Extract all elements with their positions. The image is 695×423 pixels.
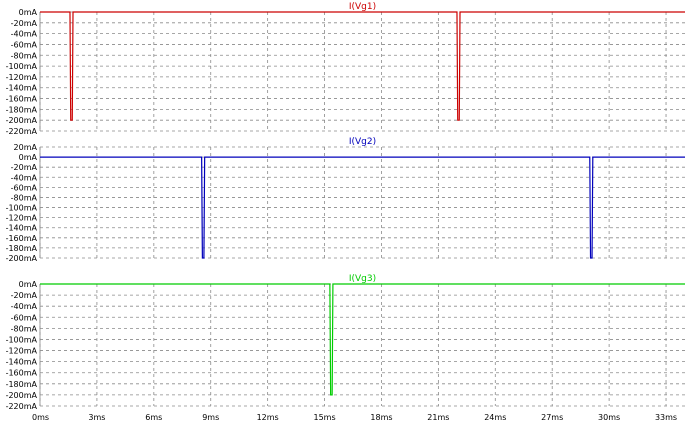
y-tick-label: -60mA bbox=[11, 183, 38, 192]
panel-title: I(Vg1) bbox=[349, 2, 376, 12]
y-tick-label: -140mA bbox=[6, 224, 38, 233]
y-tick-label: -200mA bbox=[6, 254, 38, 263]
series-trace-ivg3 bbox=[40, 283, 685, 396]
y-tick-label: -200mA bbox=[6, 116, 38, 125]
x-tick-label: 24ms bbox=[484, 413, 506, 422]
y-tick-label: -220mA bbox=[6, 127, 38, 136]
panel-title: I(Vg2) bbox=[349, 137, 376, 147]
y-tick-label: -160mA bbox=[6, 95, 38, 104]
y-tick-label: -20mA bbox=[11, 163, 38, 172]
y-tick-label: -100mA bbox=[6, 335, 38, 344]
panel-title: I(Vg3) bbox=[349, 274, 376, 284]
y-tick-label: 20mA bbox=[14, 143, 38, 152]
x-tick-label: 18ms bbox=[370, 413, 392, 422]
y-tick-label: -220mA bbox=[6, 402, 38, 411]
y-tick-label: -40mA bbox=[11, 30, 38, 39]
y-tick-label: -80mA bbox=[11, 193, 38, 202]
y-tick-label: 0mA bbox=[19, 280, 38, 289]
y-tick-label: -40mA bbox=[11, 302, 38, 311]
y-tick-label: -20mA bbox=[11, 19, 38, 28]
series-trace-ivg1 bbox=[40, 11, 685, 121]
x-tick-label: 3ms bbox=[88, 413, 105, 422]
y-tick-label: -120mA bbox=[6, 73, 38, 82]
x-tick-label: 30ms bbox=[598, 413, 620, 422]
y-tick-label: -180mA bbox=[6, 244, 38, 253]
y-tick-label: -200mA bbox=[6, 391, 38, 400]
y-tick-label: -60mA bbox=[11, 40, 38, 49]
y-tick-label: 0mA bbox=[19, 8, 38, 17]
y-tick-label: 0mA bbox=[19, 153, 38, 162]
y-tick-label: -140mA bbox=[6, 84, 38, 93]
y-tick-label: -60mA bbox=[11, 313, 38, 322]
y-tick-label: -120mA bbox=[6, 214, 38, 223]
y-tick-label: -40mA bbox=[11, 173, 38, 182]
y-tick-label: -180mA bbox=[6, 380, 38, 389]
x-tick-label: 6ms bbox=[145, 413, 162, 422]
x-tick-label: 12ms bbox=[257, 413, 279, 422]
x-tick-label: 27ms bbox=[541, 413, 563, 422]
y-tick-label: -100mA bbox=[6, 204, 38, 213]
y-tick-label: -180mA bbox=[6, 105, 38, 114]
y-tick-label: -20mA bbox=[11, 291, 38, 300]
y-tick-label: -80mA bbox=[11, 324, 38, 333]
y-tick-label: -160mA bbox=[6, 234, 38, 243]
y-tick-label: -160mA bbox=[6, 369, 38, 378]
y-tick-label: -120mA bbox=[6, 347, 38, 356]
x-tick-label: 21ms bbox=[427, 413, 449, 422]
y-tick-label: -80mA bbox=[11, 51, 38, 60]
x-tick-label: 15ms bbox=[313, 413, 335, 422]
x-tick-label: 9ms bbox=[202, 413, 219, 422]
y-tick-label: -100mA bbox=[6, 62, 38, 71]
y-tick-label: -140mA bbox=[6, 358, 38, 367]
x-tick-label: 33ms bbox=[655, 413, 677, 422]
x-tick-label: 0ms bbox=[32, 413, 49, 422]
series-trace-ivg2 bbox=[40, 156, 685, 259]
